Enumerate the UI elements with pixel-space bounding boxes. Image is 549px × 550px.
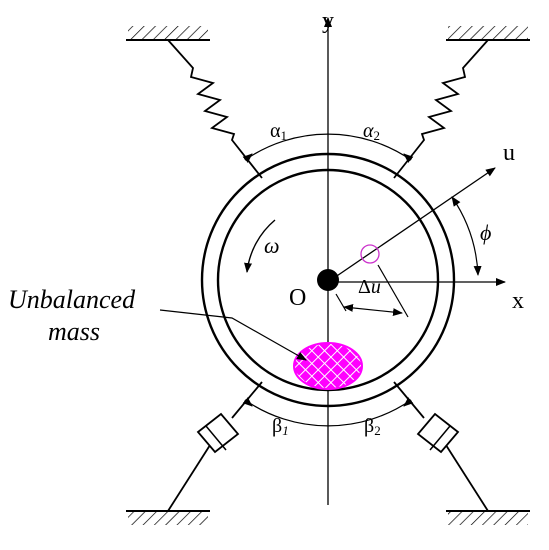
beta1-label: β1: [272, 415, 289, 438]
axis-y-label: y: [322, 8, 334, 34]
alpha-arc: [244, 133, 412, 161]
ground-top-left: [126, 26, 210, 41]
axis-u-label: u: [503, 140, 515, 166]
beta2-symbol: β: [364, 415, 374, 437]
omega-label: ω: [264, 233, 280, 258]
alpha1-symbol: α: [270, 120, 281, 142]
unbalanced-label-line2: mass: [48, 317, 100, 346]
alpha1-label: α1: [270, 120, 287, 143]
beta-arc: [244, 399, 412, 427]
beta1-symbol: β: [272, 415, 282, 437]
beta2-subscript: 2: [374, 423, 381, 438]
ground-bottom-left: [126, 510, 210, 525]
phi-label: ϕ: [480, 220, 491, 245]
beta1-subscript: 1: [282, 423, 289, 438]
delta-u-label: Δu: [358, 276, 381, 298]
unbalanced-mass: [293, 342, 363, 390]
origin-point: [317, 269, 339, 291]
omega-arrow: [244, 219, 276, 273]
beta2-label: β2: [364, 415, 381, 438]
u-axis: [327, 167, 496, 283]
alpha2-symbol: α: [363, 120, 374, 142]
damper-right: [393, 381, 489, 512]
axis-x-label: x: [512, 288, 524, 314]
alpha2-subscript: 2: [374, 128, 381, 143]
unbalanced-leader: [159, 309, 307, 361]
spring-right: [393, 39, 489, 179]
rotor-outer-ring: [200, 152, 456, 408]
ground-bottom-right: [446, 510, 530, 525]
alpha2-label: α2: [363, 120, 380, 143]
delta-variable: u: [371, 276, 381, 298]
spring-left: [167, 39, 263, 179]
unbalanced-label-line1: Unbalanced: [8, 285, 136, 314]
delta-symbol: Δ: [358, 276, 371, 298]
phi-arc: [451, 196, 482, 276]
ground-top-right: [446, 26, 530, 41]
geometric-center-marker: [360, 244, 380, 264]
origin-label: O: [289, 285, 306, 311]
alpha1-subscript: 1: [280, 128, 287, 143]
delta-u-dimension: [335, 264, 409, 318]
